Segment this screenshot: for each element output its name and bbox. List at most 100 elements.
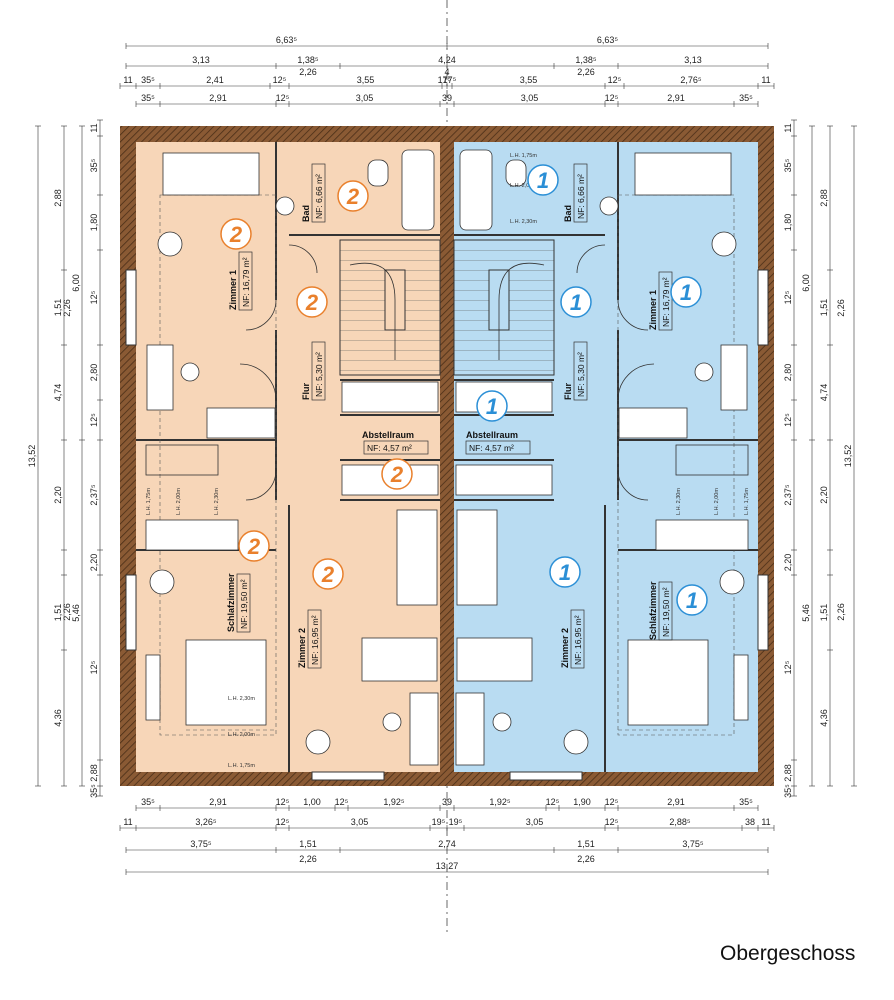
- dim-bot-r2-label: 3,05: [526, 817, 544, 827]
- svg-text:NF: 16,79 m²: NF: 16,79 m²: [661, 277, 671, 327]
- dim-bot-r2-label: 19⁵: [432, 817, 446, 827]
- svg-text:Schlafzimmer: Schlafzimmer: [648, 581, 658, 640]
- dim-top-r3-label: 3,55: [520, 75, 538, 85]
- room-zimmer1-right: Zimmer 1 NF: 16,79 m²: [648, 271, 673, 331]
- dim-left-c4-label: 12⁵: [89, 660, 99, 674]
- dim-right-c4-label: 12⁵: [783, 413, 793, 427]
- dim-left-outer-label: 13,52: [27, 445, 37, 468]
- dim-bot-r1-label: 2,91: [667, 797, 685, 807]
- dim-right-c2-label: 1,51: [819, 604, 829, 622]
- shelf-abstell-right-2: [455, 464, 553, 496]
- svg-text:NF: 16,95 m²: NF: 16,95 m²: [573, 615, 583, 665]
- svg-text:NF: 5,30 m²: NF: 5,30 m²: [576, 352, 586, 397]
- room-abstell-right: Abstellraum NF: 4,57 m²: [465, 430, 531, 455]
- svg-text:Abstellraum: Abstellraum: [466, 430, 518, 440]
- dim-top-r4-label: 35⁵: [141, 93, 155, 103]
- plants: [149, 231, 745, 755]
- dim-top-r2-label: 3,13: [192, 55, 210, 65]
- dim-top-r4-label: 2,91: [209, 93, 227, 103]
- svg-text:Abstellraum: Abstellraum: [362, 430, 414, 440]
- dim-left-c2-label: 1,51: [53, 299, 63, 317]
- dim-right-c4-label: 2,37⁵: [783, 484, 793, 506]
- wardrobe-left-3: [145, 519, 239, 551]
- svg-text:NF: 4,57 m²: NF: 4,57 m²: [367, 443, 412, 453]
- dim-right-c2-label: 4,36: [819, 709, 829, 727]
- unit-badge-right: 1: [476, 390, 508, 422]
- dim-left-c4-label: 2,88: [89, 764, 99, 782]
- dim-bot-r1-label: 39: [442, 797, 452, 807]
- dim-bot-r2-label: 19⁵: [449, 817, 463, 827]
- svg-text:NF: 4,57 m²: NF: 4,57 m²: [469, 443, 514, 453]
- dim-top-r2b-label: 2,26: [577, 67, 595, 77]
- unit-badge-right: 1: [560, 286, 592, 318]
- svg-text:L.H. 1,75m: L.H. 1,75m: [510, 153, 537, 159]
- svg-text:L.H. 2,0: L.H. 2,0: [510, 183, 529, 189]
- dim-bot-r1-label: 1,92⁵: [489, 797, 511, 807]
- room-schlaf-left: Schlafzimmer NF: 19,50 m²: [226, 573, 251, 633]
- dim-bot-r1-label: 1,00: [303, 797, 321, 807]
- room-zimmer1-left: Zimmer 1 NF: 16,79 m²: [228, 251, 253, 311]
- wardrobe-left-1: [206, 407, 276, 439]
- bathtub-left: [401, 149, 435, 231]
- dim-right-c4-label: 2,88: [783, 764, 793, 782]
- bed-zimmer1-right: [634, 152, 732, 196]
- svg-text:Flur: Flur: [563, 383, 573, 400]
- dim-right-c4-label: 2,80: [783, 364, 793, 382]
- svg-text:1: 1: [486, 394, 498, 419]
- dim-left-c4-label: 35⁵: [89, 158, 99, 172]
- dim-bot-r3-label: 3,75⁵: [190, 839, 212, 849]
- nightstand-left: [145, 654, 161, 721]
- svg-text:L.H. 2,00m: L.H. 2,00m: [228, 732, 255, 738]
- dim-right-c4-label: 35⁵: [783, 784, 793, 798]
- nightstand-right: [733, 654, 749, 721]
- dim-left-c4-label: 11: [89, 123, 99, 132]
- dim-top-r3-label: 11: [123, 75, 132, 85]
- svg-text:Bad: Bad: [563, 205, 573, 222]
- dim-left-c4-label: 12⁵: [89, 290, 99, 304]
- svg-text:2: 2: [305, 290, 319, 315]
- svg-text:NF: 6,66 m²: NF: 6,66 m²: [576, 174, 586, 219]
- floor-title: Obergeschoss: [720, 942, 856, 965]
- unit-badge-left: 2: [381, 458, 413, 490]
- dim-left-c4-label: 12⁵: [89, 413, 99, 427]
- svg-text:L.H. 1,75m: L.H. 1,75m: [146, 488, 152, 515]
- unit-badge-right: 1: [549, 556, 581, 588]
- dim-left-c2-label: 1,51: [53, 604, 63, 622]
- dim-left-c3-label: 5,46: [71, 604, 81, 622]
- dim-top-r1-label: 6,63⁵: [597, 35, 619, 45]
- dim-top-r3-label: 12⁵: [273, 75, 287, 85]
- dim-top-r4-label: 3,05: [356, 93, 374, 103]
- dim-left-c2-label: 2,88: [53, 189, 63, 207]
- svg-text:Zimmer 1: Zimmer 1: [228, 270, 238, 310]
- bed-schlaf-left: [185, 639, 267, 726]
- svg-text:2: 2: [247, 534, 261, 559]
- dim-right-c2-label: 2,88: [819, 189, 829, 207]
- room-flur-right: Flur NF: 5,30 m²: [563, 341, 588, 401]
- svg-text:2: 2: [390, 462, 404, 487]
- dim-left-c3-label: 6,00: [71, 274, 81, 292]
- dim-left-c4-label: 2,80: [89, 364, 99, 382]
- dim-bot-r2-label: 12⁵: [276, 817, 290, 827]
- unit-badge-right: 1: [676, 584, 708, 616]
- dim-bot-r4-label: 13,27: [436, 861, 459, 871]
- dim-left-c4-label: 2,20: [89, 554, 99, 572]
- dim-right-c2b: 2,26: [836, 299, 846, 317]
- svg-text:1: 1: [680, 280, 692, 305]
- party-wall: [440, 142, 454, 772]
- svg-text:NF: 5,30 m²: NF: 5,30 m²: [314, 352, 324, 397]
- sink-right: [599, 196, 619, 216]
- svg-text:NF: 6,66 m²: NF: 6,66 m²: [314, 174, 324, 219]
- dim-top-r3-label: 12⁵: [608, 75, 622, 85]
- svg-text:L.H. 2,30m: L.H. 2,30m: [214, 488, 220, 515]
- dim-top-r4-label: 12⁵: [605, 93, 619, 103]
- sofa-zimmer2-left: [361, 637, 438, 682]
- svg-text:2: 2: [346, 184, 360, 209]
- svg-text:1: 1: [559, 560, 571, 585]
- svg-text:Zimmer 2: Zimmer 2: [297, 628, 307, 668]
- dim-bot-r2-label: 11: [123, 817, 132, 827]
- dim-bot-r2-label: 11: [761, 817, 770, 827]
- room-zimmer2-left: Zimmer 2 NF: 16,95 m²: [297, 609, 322, 669]
- dim-bot-r1-label: 35⁵: [141, 797, 155, 807]
- bed-zimmer1-left: [162, 152, 260, 196]
